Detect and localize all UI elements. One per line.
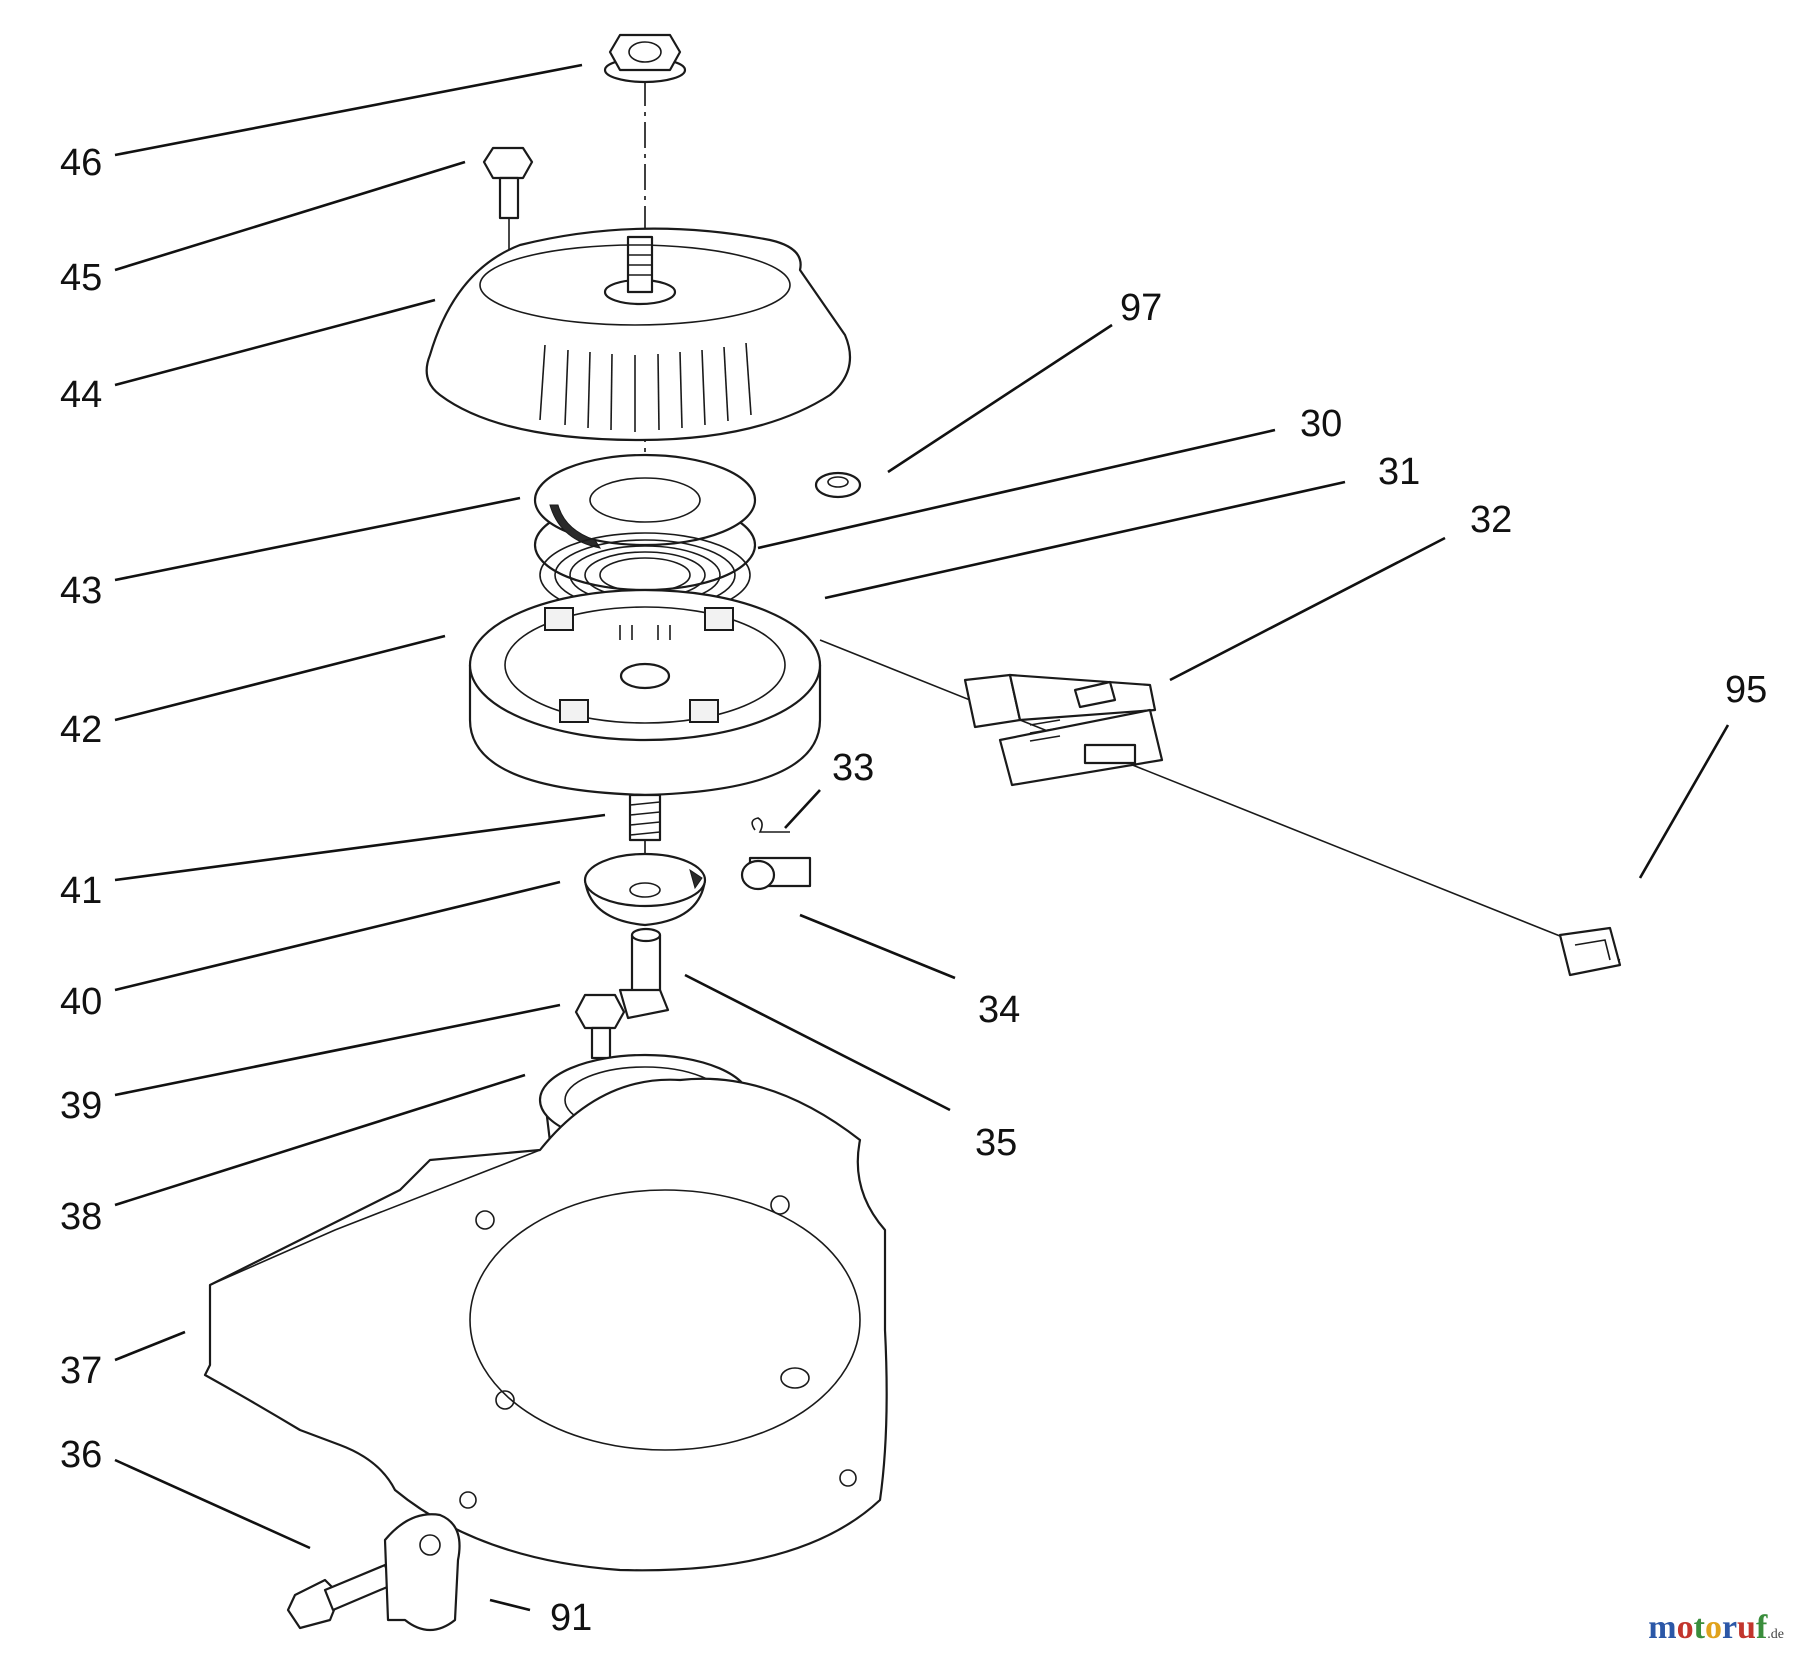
part-39-bolt	[574, 993, 626, 1060]
part-32-starter-handle	[963, 673, 1164, 787]
watermark-letter: t	[1693, 1609, 1705, 1646]
leader-34	[799, 913, 956, 980]
part-37-blower-housing	[203, 1077, 888, 1572]
watermark-letters: motoruf	[1648, 1609, 1767, 1646]
leader-39	[114, 1003, 561, 1097]
callout-42: 42	[60, 709, 102, 751]
callout-44: 44	[60, 374, 102, 416]
leader-42	[114, 634, 446, 722]
leader-91	[489, 1598, 531, 1612]
part-33-pawl-spring	[751, 817, 790, 833]
watermark-letter: o	[1704, 1609, 1722, 1646]
part-44-starter-cover	[425, 227, 852, 442]
part-34-pawl	[740, 856, 812, 891]
part-46-hex-flange-nut	[603, 33, 687, 84]
part-31-starter-rope	[819, 639, 1621, 961]
leader-lines	[114, 63, 1730, 1612]
part-41-spring	[628, 793, 662, 842]
leader-36	[114, 1458, 311, 1550]
callout-91: 91	[550, 1597, 592, 1639]
leader-37	[114, 1330, 186, 1362]
leader-38	[114, 1073, 526, 1207]
watermark-letter: o	[1676, 1609, 1694, 1646]
watermark-letter: m	[1648, 1609, 1677, 1646]
callout-32: 32	[1470, 499, 1512, 541]
callout-33: 33	[832, 747, 874, 789]
leader-46	[114, 63, 583, 157]
leader-43	[114, 496, 521, 582]
callout-30: 30	[1300, 403, 1342, 445]
callout-31: 31	[1378, 451, 1420, 493]
callout-97: 97	[1120, 287, 1162, 329]
leader-95	[1638, 724, 1730, 879]
watermark-tld: .de	[1767, 1627, 1784, 1642]
part-95-rope-insert	[1558, 926, 1622, 977]
callout-43: 43	[60, 570, 102, 612]
callout-37: 37	[60, 1350, 102, 1392]
part-40-ratchet	[583, 852, 707, 927]
part-36-bolt	[286, 1563, 394, 1630]
callout-40: 40	[60, 981, 102, 1023]
leader-31	[824, 480, 1346, 600]
watermark-letter: f	[1755, 1609, 1768, 1646]
callout-95: 95	[1725, 669, 1767, 711]
leader-33	[784, 789, 821, 829]
part-91-cable-clip	[383, 1513, 461, 1632]
part-35-center-shaft	[618, 927, 670, 1020]
part-42-starter-reel	[468, 588, 822, 797]
leader-45	[114, 160, 466, 272]
leader-35	[684, 973, 951, 1112]
leader-32	[1169, 536, 1446, 682]
callout-46: 46	[60, 142, 102, 184]
callout-labels: 46 45 44 43 42 41 40 39 38 37 36 91 35 3…	[60, 142, 1767, 1639]
part-97-washer	[814, 471, 862, 499]
leader-41	[114, 813, 606, 882]
callout-34: 34	[978, 989, 1020, 1031]
callout-39: 39	[60, 1085, 102, 1127]
watermark-letter: u	[1737, 1609, 1756, 1646]
callout-36: 36	[60, 1434, 102, 1476]
callout-45: 45	[60, 257, 102, 299]
leader-30	[757, 428, 1276, 550]
callout-35: 35	[975, 1122, 1017, 1164]
leader-40	[114, 880, 561, 992]
callout-41: 41	[60, 870, 102, 912]
watermark-logo: motoruf.de	[1648, 1609, 1784, 1647]
watermark-letter: r	[1721, 1609, 1738, 1646]
leader-44	[114, 298, 436, 387]
callout-38: 38	[60, 1196, 102, 1238]
part-43-rope-pulley	[533, 453, 757, 592]
leader-97	[887, 323, 1113, 474]
